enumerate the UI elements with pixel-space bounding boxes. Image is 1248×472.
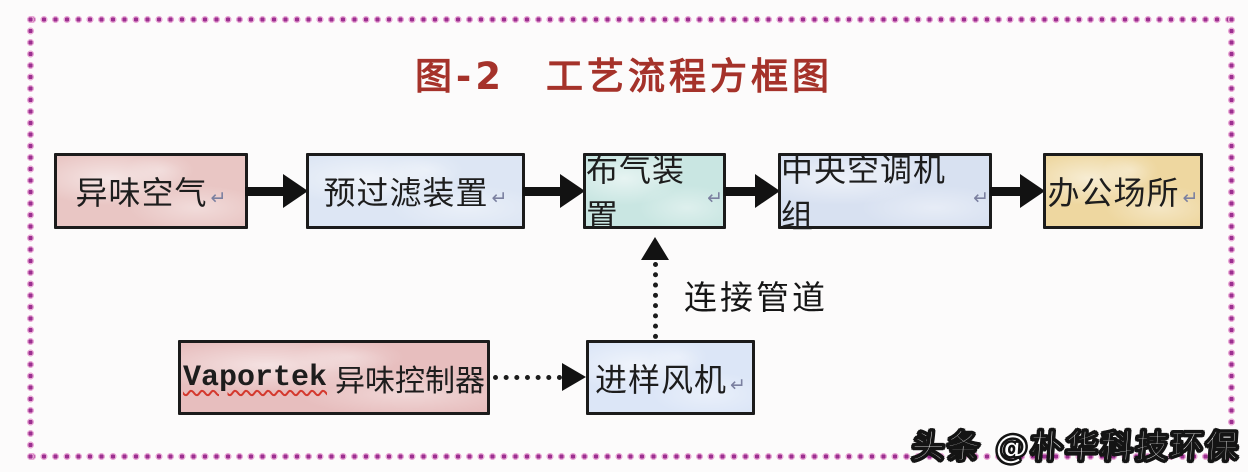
flow-box-air-distributor: 布气装置 ↵ (583, 151, 726, 235)
flow-box-odor-air: 异味空气 ↵ (54, 153, 248, 229)
dotted-border-top (28, 15, 1234, 24)
paragraph-mark-icon: ↵ (210, 187, 227, 209)
dotted-arrow-right-icon (493, 362, 586, 392)
paragraph-mark-icon: ↵ (973, 187, 989, 209)
flow-box-central-hvac: 中央空调机组 ↵ (778, 151, 992, 235)
flow-box-office: 办公场所 ↵ (1043, 153, 1203, 229)
arrow-hvac-to-office-icon (990, 174, 1045, 208)
paragraph-mark-icon: ↵ (730, 373, 746, 396)
paragraph-mark-icon: ↵ (1182, 187, 1199, 209)
flow-box-label: 中央空调机组 (781, 151, 947, 235)
arrow-odor-to-prefilter-icon (245, 174, 308, 208)
dotted-arrow-up-line (653, 262, 658, 339)
flow-box-prefilter: 预过滤装置 ↵ (306, 153, 525, 229)
flow-box-label: 办公场所 (1047, 174, 1180, 212)
flow-box-label: 异味空气 (75, 174, 208, 212)
arrow-head (755, 174, 780, 208)
dotted-border-bottom (28, 452, 1234, 461)
flow-box-label: 预过滤装置 (323, 174, 489, 212)
dotted-arrow-up-head-icon (641, 237, 669, 260)
arrow-head (560, 174, 585, 208)
arrow-distributor-to-hvac-icon (724, 174, 780, 208)
dotted-border-left (26, 15, 35, 461)
arrow-shaft (990, 186, 1020, 196)
dotted-arrow-line (493, 374, 562, 380)
flow-box-intake-fan: 进样风机 ↵ (586, 340, 755, 415)
figure-title: 图-2 工艺流程方框图 (414, 55, 834, 98)
flow-box-label: 异味控制器 (335, 363, 486, 399)
arrow-shaft (245, 186, 283, 196)
dotted-arrow-head (562, 363, 586, 391)
arrow-shaft (523, 186, 560, 196)
flow-box-label: 布气装置 (586, 151, 686, 235)
flow-box-vaportek-controller: Vaportek 异味控制器 (178, 340, 490, 415)
toutiao-watermark: 头条 @朴华科技环保 (909, 427, 1242, 467)
dotted-border-right (1227, 15, 1236, 461)
vaportek-brand-label: Vaportek (182, 360, 328, 395)
arrow-head (283, 174, 308, 208)
arrow-shaft (724, 186, 755, 196)
arrow-head (1020, 174, 1045, 208)
paragraph-mark-icon: ↵ (491, 187, 508, 209)
pipe-connection-label: 连接管道 (684, 278, 828, 317)
arrow-prefilter-to-distributor-icon (523, 174, 585, 208)
paragraph-mark-icon: ↵ (707, 187, 723, 209)
flow-box-label: 进样风机 (595, 360, 728, 399)
